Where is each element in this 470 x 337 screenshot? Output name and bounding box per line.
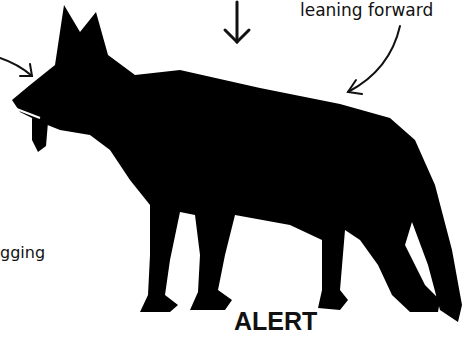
leader-arrow — [348, 26, 400, 94]
mouth-gap — [14, 108, 40, 118]
dog-silhouette — [12, 5, 462, 322]
state-caption: ALERT — [234, 307, 317, 336]
annotation-note: gging — [0, 243, 45, 262]
dog-tongue — [32, 118, 48, 152]
down-arrow — [225, 2, 249, 42]
pointer-arrow — [0, 58, 32, 76]
annotation-note: leaning forward — [300, 0, 433, 20]
